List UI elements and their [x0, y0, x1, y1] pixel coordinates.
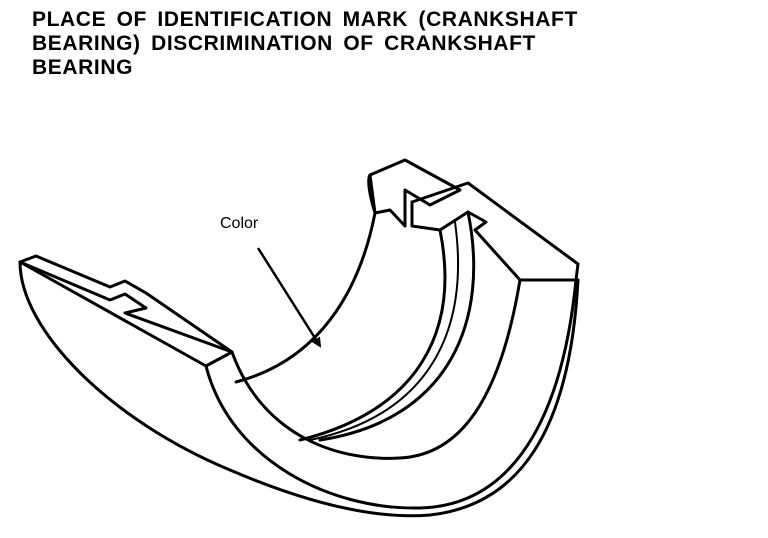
left-flange-face [18, 254, 234, 368]
left-flange-top-edge [18, 260, 234, 354]
inner-groove-outer [298, 228, 447, 442]
front-face-inner [230, 278, 522, 460]
inner-groove-line [309, 221, 459, 441]
color-callout-label: Color [220, 215, 259, 232]
title-line-1: PLACE OF IDENTIFICATION MARK (CRANKSHAFT [32, 8, 578, 31]
right-flange-top [410, 181, 580, 282]
right-flange-notch [410, 200, 442, 232]
inner-groove-inner [318, 210, 476, 442]
page-title: PLACE OF IDENTIFICATION MARK (CRANKSHAFT… [32, 8, 732, 80]
title-line-2: BEARING) DISCRIMINATION OF CRANKSHAFT [32, 32, 536, 55]
top-tab [368, 158, 462, 228]
front-face-outer [204, 278, 578, 510]
title-line-3: BEARING [32, 56, 134, 79]
outer-shell-surface [18, 260, 580, 518]
top-tab-side [367, 173, 377, 215]
callout-arrow [256, 247, 322, 348]
inner-bore-back [234, 211, 377, 384]
